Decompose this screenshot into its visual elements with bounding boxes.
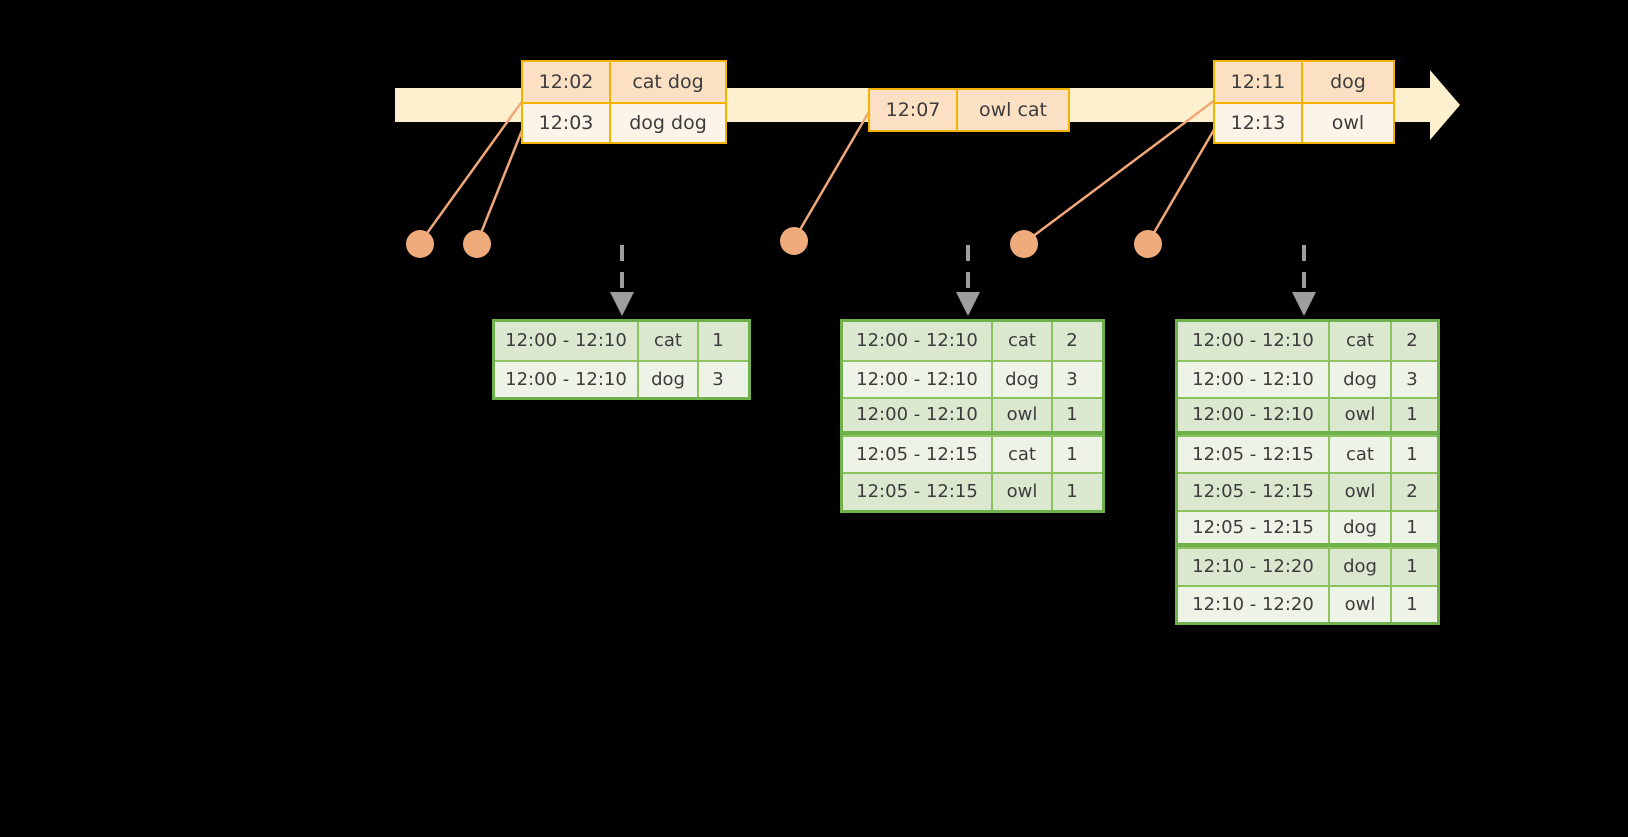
table-row[interactable]: 12:10 - 12:20 dog 1 bbox=[1178, 547, 1437, 585]
event-dots bbox=[406, 227, 1162, 258]
word-cell: dog bbox=[1330, 511, 1392, 543]
event-dot-1 bbox=[406, 230, 434, 258]
event-row[interactable]: 12:07 owl cat bbox=[870, 90, 1068, 130]
window-cell: 12:00 - 12:10 bbox=[1178, 399, 1330, 431]
table-row[interactable]: 12:05 - 12:15 owl 2 bbox=[1178, 472, 1437, 510]
event-row[interactable]: 12:13 owl bbox=[1215, 102, 1393, 142]
event-group-2: 12:07 owl cat bbox=[868, 88, 1070, 132]
word-cell: dog bbox=[993, 361, 1053, 397]
window-cell: 12:00 - 12:10 bbox=[843, 361, 993, 397]
result-table-3: 12:00 - 12:10 cat 2 12:00 - 12:10 dog 3 … bbox=[1175, 319, 1440, 625]
event-words: owl bbox=[1331, 112, 1365, 134]
event-time: 12:13 bbox=[1215, 104, 1303, 142]
window-cell: 12:00 - 12:10 bbox=[495, 361, 639, 397]
window-cell: 12:10 - 12:20 bbox=[1178, 549, 1330, 585]
window-cell: 12:05 - 12:15 bbox=[1178, 474, 1330, 510]
event-dot-3 bbox=[780, 227, 808, 255]
event-group-3: 12:11 dog 12:13 owl bbox=[1213, 60, 1395, 144]
window-cell: 12:00 - 12:10 bbox=[1178, 322, 1330, 360]
connector-line-3 bbox=[792, 109, 872, 241]
word-cell: dog bbox=[1330, 361, 1392, 397]
word-cell: cat bbox=[639, 322, 699, 360]
event-time: 12:07 bbox=[870, 90, 958, 130]
count-cell: 1 bbox=[1406, 404, 1418, 426]
word-cell: cat bbox=[993, 436, 1053, 472]
event-row[interactable]: 12:02 cat dog bbox=[523, 62, 725, 102]
window-cell: 12:05 - 12:15 bbox=[843, 474, 993, 510]
connector-line-5 bbox=[1146, 127, 1217, 244]
event-words: cat dog bbox=[632, 71, 704, 93]
result-table-1: 12:00 - 12:10 cat 1 12:00 - 12:10 dog 3 bbox=[492, 319, 751, 400]
count-cell: 3 bbox=[712, 368, 724, 390]
table-row[interactable]: 12:05 - 12:15 cat 1 bbox=[843, 434, 1102, 472]
table-row[interactable]: 12:00 - 12:10 owl 1 bbox=[843, 397, 1102, 435]
event-row[interactable]: 12:03 dog dog bbox=[523, 102, 725, 142]
word-cell: owl bbox=[1330, 399, 1392, 431]
event-words: dog bbox=[1330, 71, 1366, 93]
window-cell: 12:00 - 12:10 bbox=[843, 399, 993, 431]
connector-line-2 bbox=[475, 127, 525, 244]
word-cell: cat bbox=[993, 322, 1053, 360]
table-row[interactable]: 12:00 - 12:10 dog 3 bbox=[1178, 359, 1437, 397]
count-cell: 1 bbox=[1066, 481, 1078, 503]
table-row[interactable]: 12:00 - 12:10 cat 2 bbox=[843, 322, 1102, 360]
table-row[interactable]: 12:00 - 12:10 cat 1 bbox=[495, 322, 748, 360]
event-words: owl cat bbox=[978, 99, 1048, 121]
count-cell: 1 bbox=[1406, 443, 1418, 465]
word-cell: cat bbox=[1330, 436, 1392, 472]
emit-arrow-head-1 bbox=[610, 292, 634, 316]
event-words: dog dog bbox=[629, 112, 707, 134]
word-cell: dog bbox=[639, 361, 699, 397]
window-cell: 12:05 - 12:15 bbox=[1178, 436, 1330, 472]
event-group-1: 12:02 cat dog 12:03 dog dog bbox=[521, 60, 727, 144]
emit-arrow-head-2 bbox=[956, 292, 980, 316]
count-cell: 3 bbox=[1406, 368, 1418, 390]
table-row[interactable]: 12:05 - 12:15 cat 1 bbox=[1178, 434, 1437, 472]
event-dot-5 bbox=[1134, 230, 1162, 258]
count-cell: 1 bbox=[1406, 516, 1418, 538]
table-row[interactable]: 12:00 - 12:10 dog 3 bbox=[843, 359, 1102, 397]
window-cell: 12:05 - 12:15 bbox=[1178, 511, 1330, 543]
emit-arrows bbox=[620, 245, 1306, 296]
table-row[interactable]: 12:05 - 12:15 owl 1 bbox=[843, 472, 1102, 510]
window-cell: 12:05 - 12:15 bbox=[843, 436, 993, 472]
count-cell: 2 bbox=[1406, 481, 1418, 503]
window-cell: 12:00 - 12:10 bbox=[1178, 361, 1330, 397]
emit-arrow-heads bbox=[610, 292, 1316, 316]
table-row[interactable]: 12:00 - 12:10 cat 2 bbox=[1178, 322, 1437, 360]
word-cell: owl bbox=[1330, 474, 1392, 510]
count-cell: 3 bbox=[1066, 368, 1078, 390]
window-cell: 12:00 - 12:10 bbox=[843, 322, 993, 360]
word-cell: cat bbox=[1330, 322, 1392, 360]
word-cell: owl bbox=[1330, 586, 1392, 622]
event-dot-2 bbox=[463, 230, 491, 258]
window-cell: 12:10 - 12:20 bbox=[1178, 586, 1330, 622]
word-cell: owl bbox=[993, 399, 1053, 431]
count-cell: 1 bbox=[712, 330, 724, 352]
event-dot-4 bbox=[1010, 230, 1038, 258]
event-row[interactable]: 12:11 dog bbox=[1215, 62, 1393, 102]
result-table-2: 12:00 - 12:10 cat 2 12:00 - 12:10 dog 3 … bbox=[840, 319, 1105, 513]
count-cell: 1 bbox=[1066, 404, 1078, 426]
event-time: 12:03 bbox=[523, 104, 611, 142]
event-time: 12:02 bbox=[523, 62, 611, 102]
connector-line-1 bbox=[418, 99, 525, 244]
word-cell: owl bbox=[993, 474, 1053, 510]
emit-arrow-head-3 bbox=[1292, 292, 1316, 316]
table-row[interactable]: 12:05 - 12:15 dog 1 bbox=[1178, 509, 1437, 547]
count-cell: 2 bbox=[1066, 330, 1078, 352]
count-cell: 1 bbox=[1406, 593, 1418, 615]
count-cell: 1 bbox=[1406, 556, 1418, 578]
table-row[interactable]: 12:00 - 12:10 owl 1 bbox=[1178, 397, 1437, 435]
table-row[interactable]: 12:10 - 12:20 owl 1 bbox=[1178, 584, 1437, 622]
count-cell: 1 bbox=[1066, 443, 1078, 465]
table-row[interactable]: 12:00 - 12:10 dog 3 bbox=[495, 359, 748, 397]
window-cell: 12:00 - 12:10 bbox=[495, 322, 639, 360]
word-cell: dog bbox=[1330, 549, 1392, 585]
count-cell: 2 bbox=[1406, 330, 1418, 352]
event-time: 12:11 bbox=[1215, 62, 1303, 102]
